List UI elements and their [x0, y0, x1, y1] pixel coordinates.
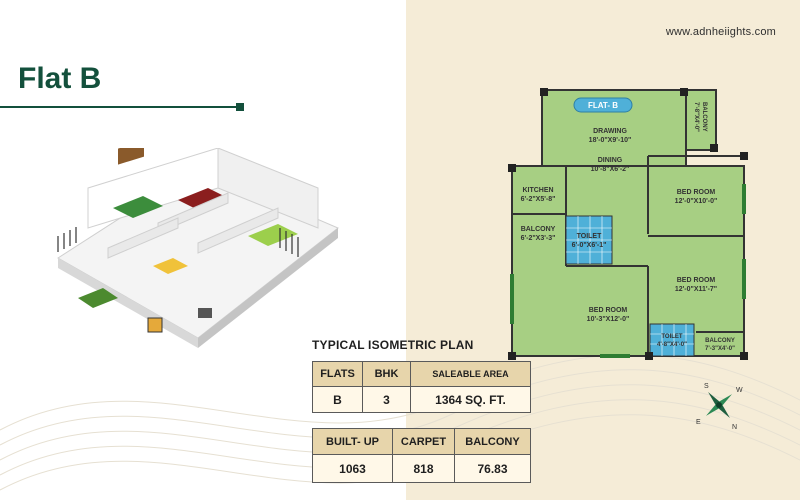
- bed1-size: 12'-0"X10'-0": [675, 198, 718, 205]
- compass-n: N: [732, 424, 737, 430]
- table-row: 1063 818 76.83: [312, 454, 531, 483]
- table-cell: 818: [392, 454, 455, 483]
- website-url: www.adnheiights.com: [665, 26, 776, 38]
- table-header: BHK: [362, 361, 411, 387]
- area-table: BUILT- UP CARPET BALCONY 1063 818 76.83: [312, 428, 531, 483]
- balcony-top-label: BALCONY: [701, 102, 707, 132]
- isometric-plan-image: [57, 148, 339, 348]
- table-header: FLATS: [312, 361, 363, 387]
- section-title: TYPICAL ISOMETRIC PLAN: [312, 338, 474, 352]
- kitchen-label: KITCHEN: [522, 187, 553, 194]
- plan-badge: FLAT- B: [588, 101, 618, 110]
- drawing-label: DRAWING: [593, 128, 627, 135]
- compass-e: E: [696, 419, 701, 426]
- table-header-row: BUILT- UP CARPET BALCONY: [312, 428, 531, 455]
- bed3-label: BED ROOM: [589, 307, 628, 314]
- title-underline-dot: [236, 103, 244, 111]
- bed1-label: BED ROOM: [677, 189, 716, 196]
- table-header: CARPET: [392, 428, 455, 455]
- balcony-br-size: 7'-3"X4'-0": [705, 346, 735, 352]
- table-header-row: FLATS BHK SALEABLE AREA: [312, 361, 531, 387]
- toilet1-size: 6'-0"X6'-1": [572, 242, 607, 249]
- compass-icon: S W E N: [696, 383, 743, 430]
- bed3-size: 10'-3"X12'-0": [587, 316, 630, 323]
- bed2-size: 12'-0"X11'-7": [675, 286, 717, 293]
- table-cell: 3: [362, 386, 411, 413]
- balcony-br-label: BALCONY: [705, 338, 735, 344]
- table-cell: 1364 SQ. FT.: [410, 386, 531, 413]
- toilet2-size: 4'-8"X4'-0": [657, 342, 687, 348]
- dining-label: DINING: [598, 157, 623, 164]
- balcony-left-size: 6'-2"X3'-3": [521, 235, 556, 242]
- table-header: SALEABLE AREA: [410, 361, 531, 387]
- compass-w: W: [736, 387, 743, 394]
- drawing-size: 18'-0"X9'-10": [589, 137, 632, 144]
- table-header: BUILT- UP: [312, 428, 393, 455]
- table-cell: 1063: [312, 454, 393, 483]
- balcony-top-size: 7'-8"X4'-0": [693, 102, 699, 132]
- flat-details-table: FLATS BHK SALEABLE AREA B 3 1364 SQ. FT.: [312, 361, 531, 413]
- table-header: BALCONY: [454, 428, 531, 455]
- bed2-label: BED ROOM: [677, 277, 716, 284]
- page-title: Flat B: [18, 62, 102, 95]
- toilet1-label: TOILET: [577, 233, 602, 240]
- compass-s: S: [704, 383, 709, 390]
- toilet2-label: TOILET: [661, 334, 683, 340]
- floor-plan: FLAT- B DRAWING 18'-0"X9'-10" DINING 10'…: [508, 88, 748, 360]
- table-cell: B: [312, 386, 363, 413]
- balcony-left-label: BALCONY: [521, 226, 556, 233]
- table-row: B 3 1364 SQ. FT.: [312, 386, 531, 413]
- kitchen-size: 6'-2"X5'-8": [521, 196, 556, 203]
- table-cell: 76.83: [454, 454, 531, 483]
- title-underline: [0, 106, 240, 108]
- dining-size: 10'-8"X6'-2": [591, 166, 630, 173]
